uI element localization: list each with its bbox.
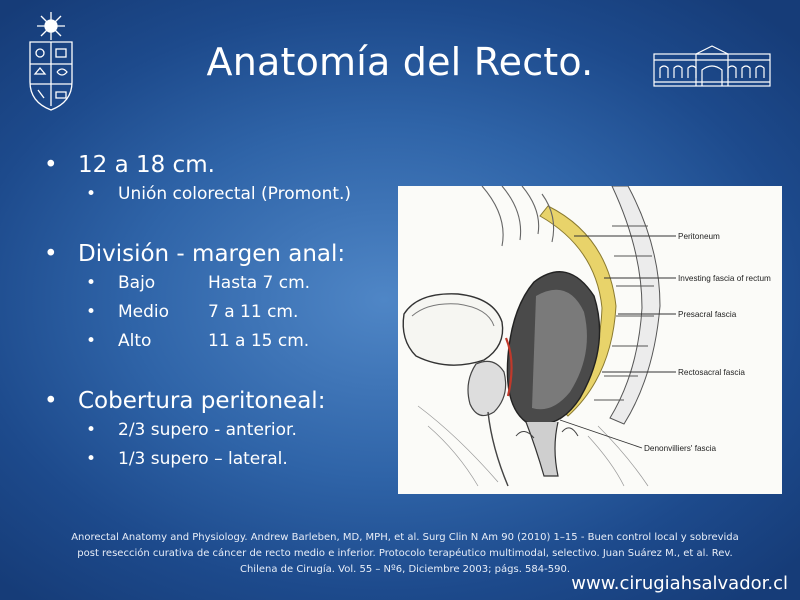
bullet-division: División - margen anal: [42,239,402,269]
sub-bullet-bajo: Bajo Hasta 7 cm. [42,269,402,298]
bullet-peritoneal: Cobertura peritoneal: [42,386,402,416]
division-value: 11 a 15 cm. [208,331,310,351]
sub-bullet-alto: Alto 11 a 15 cm. [42,327,402,356]
sub-bullet-anterior: 2/3 supero - anterior. [42,416,402,445]
label-rectosacral-fascia: Rectosacral fascia [678,368,745,377]
slide-title: Anatomía del Recto. [206,40,594,84]
label-investing-fascia: Investing fascia of rectum [678,274,771,283]
bullet-length: 12 a 18 cm. [42,150,402,180]
division-key: Medio [118,302,170,322]
label-presacral-fascia: Presacral fascia [678,310,737,319]
footer-url: www.cirugiahsalvador.cl [571,573,788,594]
hospital-building-icon [652,42,772,90]
university-crest-icon [22,12,80,112]
rectum-anatomy-figure: Peritoneum Investing fascia of rectum Pr… [398,186,782,494]
division-key: Bajo [118,273,156,293]
division-key: Alto [118,331,152,351]
sub-bullet-medio: Medio 7 a 11 cm. [42,298,402,327]
sub-bullet-lateral: 1/3 supero – lateral. [42,445,402,474]
division-value: 7 a 11 cm. [208,302,299,322]
division-value: Hasta 7 cm. [208,273,311,293]
sub-bullet-union: Unión colorectal (Promont.) [42,180,402,209]
label-denonvilliers-fascia: Denonvilliers' fascia [644,444,717,453]
bullet-list: 12 a 18 cm. Unión colorectal (Promont.) … [42,150,402,474]
label-peritoneum: Peritoneum [678,232,720,241]
citation-text: Anorectal Anatomy and Physiology. Andrew… [71,532,739,575]
